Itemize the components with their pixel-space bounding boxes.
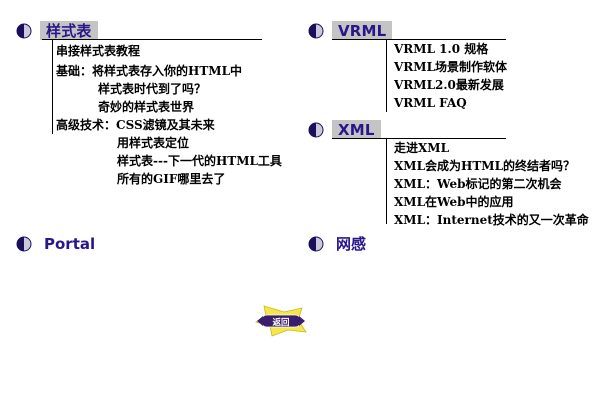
- section-portal-title[interactable]: Portal: [44, 234, 96, 253]
- section-css-title-box: 样式表: [40, 21, 98, 40]
- link-xml-revolution[interactable]: XML：Internet技术的又一次革命: [394, 213, 589, 227]
- section-xml-rule: [332, 138, 506, 139]
- section-wanggan-header: 网感: [308, 233, 508, 255]
- list-item: 样式表---下一代的HTML工具: [117, 152, 282, 170]
- return-button[interactable]: 返回: [254, 304, 308, 338]
- list-item: 用样式表定位: [117, 134, 189, 152]
- list-item: XML：Web标记的第二次机会: [394, 175, 562, 193]
- link-xml-terminator[interactable]: XML会成为HTML的终结者吗？: [394, 159, 576, 173]
- section-xml-vrule: [386, 138, 387, 224]
- link-xml-web-apps[interactable]: XML在Web中的应用: [394, 195, 514, 209]
- section-css-header: 样式表: [16, 20, 306, 42]
- section-portal: Portal: [16, 233, 216, 257]
- list-item: 串接样式表教程: [56, 42, 140, 60]
- section-css-title: 样式表: [46, 22, 92, 40]
- section-vrml-rule: [332, 39, 506, 40]
- half-moon-bullet-icon: [308, 122, 324, 138]
- link-css-tutorial[interactable]: 串接样式表教程: [56, 44, 141, 58]
- half-moon-bullet-icon: [16, 23, 32, 39]
- list-item: VRML FAQ: [394, 94, 467, 112]
- list-item: 基础：将样式表存入你的HTML中: [56, 62, 242, 80]
- list-item: XML：Internet技术的又一次革命: [394, 211, 589, 229]
- list-item: VRML2.0最新发展: [394, 76, 504, 94]
- list-item: VRML 1.0 规格: [394, 40, 488, 58]
- section-xml: XML 走进XML XML会成为HTML的终结者吗？ XML：Web标记的第二次…: [308, 119, 598, 231]
- link-vrml-spec[interactable]: VRML 1.0 规格: [394, 42, 489, 56]
- link-css-wonderful-world[interactable]: 奇妙的样式表世界: [98, 100, 195, 114]
- section-wanggan: 网感: [308, 233, 508, 257]
- section-vrml-vrule: [386, 39, 387, 112]
- list-item: VRML场景制作软体: [394, 58, 507, 76]
- section-css-vrule: [52, 39, 53, 134]
- section-wanggan-title[interactable]: 网感: [336, 235, 367, 253]
- section-xml-title-box: XML: [332, 120, 381, 139]
- list-item: 奇妙的样式表世界: [98, 98, 194, 116]
- link-vrml-software[interactable]: VRML场景制作软体: [394, 60, 508, 74]
- section-portal-header: Portal: [16, 233, 216, 255]
- list-item: 所有的GIF哪里去了: [117, 170, 225, 188]
- half-moon-bullet-icon: [308, 23, 324, 39]
- list-item: 走进XML: [394, 139, 449, 157]
- link-css-gif[interactable]: 所有的GIF哪里去了: [117, 172, 226, 186]
- link-xml-second-chance[interactable]: XML：Web标记的第二次机会: [394, 177, 562, 191]
- link-vrml-2-news[interactable]: VRML2.0最新发展: [394, 78, 504, 92]
- section-css-rule: [42, 39, 262, 40]
- link-xml-intro[interactable]: 走进XML: [394, 141, 450, 155]
- half-moon-bullet-icon: [16, 236, 32, 252]
- label-basics: 基础：: [56, 64, 93, 78]
- label-advanced: 高级技术：: [56, 118, 117, 132]
- link-vrml-faq[interactable]: VRML FAQ: [394, 96, 467, 110]
- list-item: XML在Web中的应用: [394, 193, 514, 211]
- link-css-positioning[interactable]: 用样式表定位: [117, 136, 190, 150]
- section-vrml-title: VRML: [338, 21, 387, 40]
- link-css-store-in-html[interactable]: 将样式表存入你的HTML中: [92, 64, 243, 78]
- return-arrow-icon: 返回: [255, 305, 307, 337]
- section-xml-title: XML: [338, 120, 375, 139]
- list-item: 样式表时代到了吗？: [98, 80, 206, 98]
- return-button-label: 返回: [272, 317, 289, 328]
- link-css-filters[interactable]: CSS滤镜及其未来: [116, 118, 215, 132]
- section-css: 样式表 串接样式表教程 基础：将样式表存入你的HTML中 样式表时代到了吗？ 奇…: [16, 20, 306, 195]
- list-item: XML会成为HTML的终结者吗？: [394, 157, 575, 175]
- section-xml-header: XML: [308, 119, 598, 141]
- section-vrml-header: VRML: [308, 20, 593, 42]
- section-vrml: VRML VRML 1.0 规格 VRML场景制作软体 VRML2.0最新发展 …: [308, 20, 593, 115]
- link-css-next-gen[interactable]: 样式表---下一代的HTML工具: [117, 154, 282, 168]
- section-vrml-title-box: VRML: [332, 21, 393, 40]
- link-css-era[interactable]: 样式表时代到了吗？: [98, 82, 207, 96]
- half-moon-bullet-icon: [308, 236, 324, 252]
- list-item: 高级技术：CSS滤镜及其未来: [56, 116, 215, 134]
